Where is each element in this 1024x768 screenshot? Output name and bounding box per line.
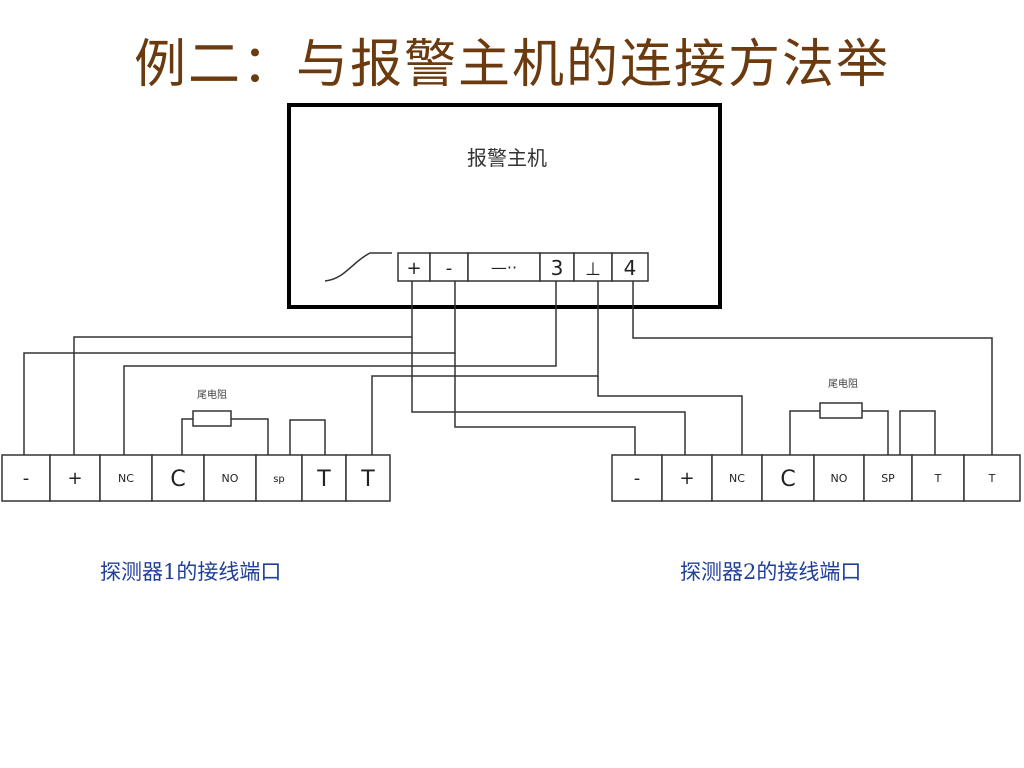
d1-terminal-no-label: NO [222, 472, 239, 485]
d2-terminal-no-label: NO [831, 472, 848, 485]
detector2-caption: 探测器2的接线端口 [680, 560, 862, 584]
wire-panel-plus-to-d1-plus [73, 281, 413, 455]
wire-panel-ground-to-d1-t [371, 281, 599, 455]
panel-terminal-blank-label: —·· [491, 258, 517, 277]
d2-terminal-t1-label: T [934, 472, 942, 485]
wiring [23, 281, 993, 455]
alarm-panel: 报警主机 + - —·· 3 ⊥ 4 [287, 103, 722, 309]
d2-terminal-nc-label: NC [729, 472, 745, 485]
d2-resistor-label: 尾电阻 [828, 377, 858, 390]
panel-terminal-3-label: 3 [551, 256, 564, 280]
d1-resistor-wire-right [231, 418, 269, 455]
d1-terminal-no [203, 454, 257, 502]
panel-terminal-ground [573, 252, 613, 282]
panel-terminal-blank [467, 252, 541, 282]
d1-resistor-wire-left [181, 418, 193, 455]
d1-terminal-plus-label: + [67, 468, 82, 489]
wire-panel-minus-to-d1-minus [23, 281, 456, 455]
panel-terminal-minus-label: - [446, 258, 453, 279]
d2-terminal-c [761, 454, 815, 502]
wire-panel-3-to-d1-nc [123, 281, 557, 455]
d2-terminal-c-label: C [780, 467, 795, 492]
panel-terminal-minus [429, 252, 469, 282]
d1-terminal-sp [255, 454, 303, 502]
d1-sp-t-jumper [289, 419, 326, 455]
d2-terminal-t2-label: T [988, 472, 996, 485]
slide-title: 例二：与报警主机的连接方法举 [133, 35, 890, 95]
panel-curve-mark [324, 252, 392, 282]
d2-sp-t-jumper [899, 410, 936, 455]
d2-terminal-plus [661, 454, 713, 502]
d2-terminal-t1 [911, 454, 965, 502]
d1-terminal-nc-label: NC [118, 472, 134, 485]
d2-terminal-sp [863, 454, 913, 502]
wire-panel-plus-to-d2-plus [411, 337, 686, 455]
d2-resistor-wire-left [789, 410, 820, 455]
d2-terminal-nc [711, 454, 763, 502]
wire-panel-minus-to-d2-minus [454, 353, 636, 455]
d1-resistor [192, 410, 232, 427]
d1-terminal-c-label: C [170, 467, 185, 492]
d2-terminal-minus [611, 454, 663, 502]
d2-terminal-sp-label: SP [881, 472, 895, 485]
d2-terminal-no [813, 454, 865, 502]
d2-resistor [819, 402, 863, 419]
d2-terminal-t2 [963, 454, 1021, 502]
d1-terminal-minus-label: - [23, 468, 30, 489]
panel-terminal-ground-label: ⊥ [585, 259, 601, 280]
wire-panel-4-to-d2-t [632, 281, 993, 455]
alarm-panel-label: 报警主机 [467, 146, 547, 170]
d1-terminal-t2-label: T [360, 467, 375, 492]
panel-terminal-plus-label: + [406, 258, 421, 279]
panel-terminal-4-label: 4 [624, 256, 637, 280]
d1-terminal-nc [99, 454, 153, 502]
d1-terminal-t1-label: T [316, 467, 331, 492]
wire-panel-ground-to-d2-nc [597, 376, 743, 455]
detector1-terminal-strip: - + NC C NO sp T T [1, 454, 391, 502]
d1-resistor-label: 尾电阻 [197, 388, 227, 401]
d1-terminal-t2 [345, 454, 391, 502]
detector1-caption: 探测器1的接线端口 [100, 560, 282, 584]
detector2-terminal-strip: - + NC C NO SP T T [611, 454, 1021, 502]
d2-terminal-plus-label: + [679, 468, 694, 489]
panel-terminal-4 [611, 252, 649, 282]
d2-terminal-minus-label: - [634, 468, 641, 489]
panel-terminal-plus [397, 252, 431, 282]
d1-terminal-minus [1, 454, 51, 502]
d2-resistor-wire-right [862, 410, 889, 455]
d1-terminal-sp-label: sp [273, 474, 285, 485]
